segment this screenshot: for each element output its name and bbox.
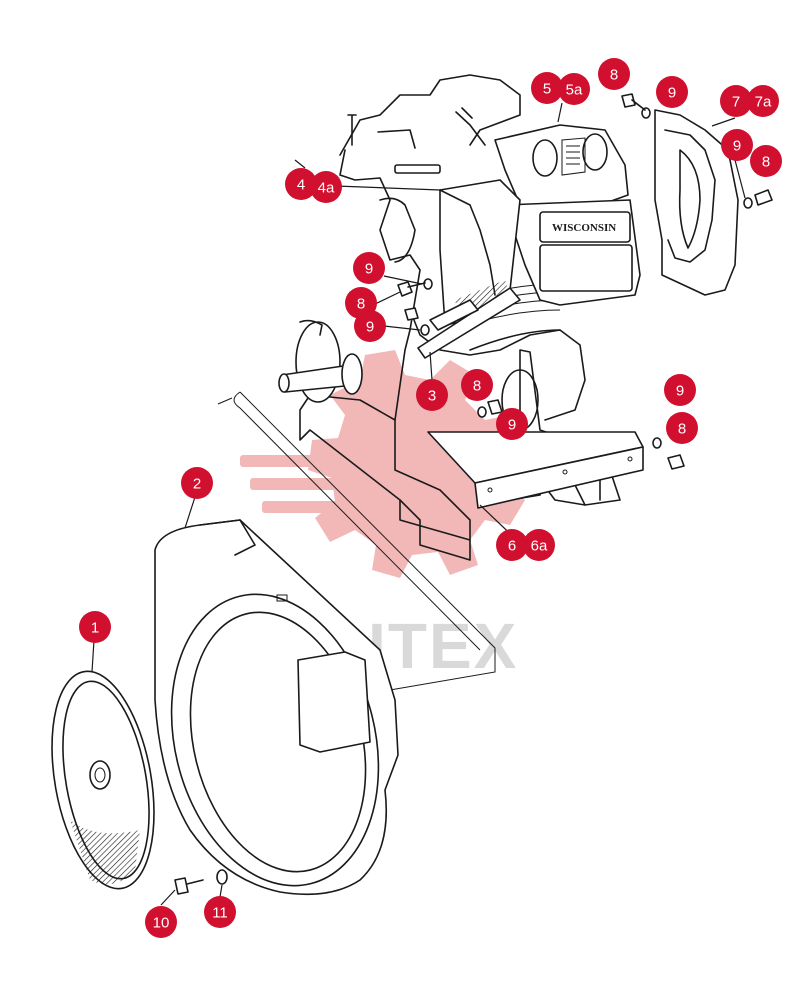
callout-label: 8 bbox=[610, 67, 618, 84]
callout-9-16: 9 bbox=[656, 76, 688, 108]
callout-4a-4: 4a bbox=[310, 171, 342, 203]
callout-9-19: 9 bbox=[354, 310, 386, 342]
callout-label: 9 bbox=[676, 383, 684, 400]
air-baffle bbox=[417, 179, 521, 359]
callout-circle bbox=[558, 73, 590, 105]
callout-8-11: 8 bbox=[598, 58, 630, 90]
callout-circle bbox=[145, 906, 177, 938]
callout-label: 4 bbox=[297, 177, 305, 194]
callout-label: 4a bbox=[318, 180, 335, 197]
engine-line-drawing: WISCONSIN bbox=[51, 74, 773, 896]
callout-label: 3 bbox=[428, 388, 436, 405]
callout-circle bbox=[285, 168, 317, 200]
callout-label: 8 bbox=[473, 378, 481, 395]
callout-8-15: 8 bbox=[666, 412, 698, 444]
callout-circle bbox=[416, 379, 448, 411]
callout-label: 8 bbox=[678, 421, 686, 438]
callout-circle bbox=[656, 76, 688, 108]
rotating-screen bbox=[51, 670, 155, 890]
callout-circle bbox=[720, 85, 752, 117]
callout-6a-8: 6a bbox=[523, 529, 555, 561]
cylinder-shroud bbox=[494, 124, 629, 206]
callout-11-23: 11 bbox=[204, 896, 236, 928]
callout-7-9: 7 bbox=[720, 85, 752, 117]
base-plate bbox=[217, 391, 496, 691]
callout-circle bbox=[523, 529, 555, 561]
callout-5-5: 5 bbox=[531, 72, 563, 104]
callout-label: 9 bbox=[365, 261, 373, 278]
callout-3-2: 3 bbox=[416, 379, 448, 411]
callout-circle bbox=[496, 529, 528, 561]
callout-circle bbox=[598, 58, 630, 90]
callout-9-21: 9 bbox=[664, 374, 696, 406]
callout-1-0: 1 bbox=[79, 611, 111, 643]
callout-circle bbox=[496, 408, 528, 440]
callout-circle bbox=[747, 85, 779, 117]
callout-circle bbox=[353, 252, 385, 284]
callout-9-18: 9 bbox=[353, 252, 385, 284]
callout-8-14: 8 bbox=[461, 369, 493, 401]
callout-9-17: 9 bbox=[721, 129, 753, 161]
callout-4-3: 4 bbox=[285, 168, 317, 200]
callout-circle bbox=[79, 611, 111, 643]
callout-circle bbox=[181, 467, 213, 499]
callout-circle bbox=[310, 171, 342, 203]
callout-circle bbox=[664, 374, 696, 406]
engine-brand-label: WISCONSIN bbox=[552, 222, 616, 234]
callout-circle bbox=[750, 145, 782, 177]
callout-5a-6: 5a bbox=[558, 73, 590, 105]
callout-label: 6 bbox=[508, 538, 516, 555]
callout-leaders bbox=[91, 102, 746, 906]
callout-label: 9 bbox=[508, 417, 516, 434]
callout-9-20: 9 bbox=[496, 408, 528, 440]
callout-label: 6a bbox=[531, 538, 548, 555]
crankshaft bbox=[278, 319, 363, 403]
callout-2-1: 2 bbox=[181, 467, 213, 499]
side-cover bbox=[654, 109, 739, 296]
callout-label: 5a bbox=[566, 82, 583, 99]
front-shroud: WISCONSIN bbox=[504, 199, 641, 306]
callout-circle bbox=[204, 896, 236, 928]
callout-7a-10: 7a bbox=[747, 85, 779, 117]
callout-label: 5 bbox=[543, 81, 551, 98]
callout-circle bbox=[666, 412, 698, 444]
blower-housing bbox=[154, 519, 399, 896]
callout-10-22: 10 bbox=[145, 906, 177, 938]
fasteners bbox=[174, 93, 773, 895]
callout-label: 8 bbox=[762, 154, 770, 171]
callout-label: 10 bbox=[153, 915, 170, 932]
callout-6-7: 6 bbox=[496, 529, 528, 561]
callout-label: 2 bbox=[193, 476, 201, 493]
callout-label: 8 bbox=[357, 296, 365, 313]
callout-circle bbox=[354, 310, 386, 342]
callout-label: 1 bbox=[91, 620, 99, 637]
callout-circle bbox=[461, 369, 493, 401]
callout-label: 9 bbox=[366, 319, 374, 336]
callout-label: 7 bbox=[732, 94, 740, 111]
mounting-bracket bbox=[427, 431, 644, 509]
callout-label: 11 bbox=[212, 905, 228, 922]
callout-circle bbox=[531, 72, 563, 104]
callout-circle bbox=[721, 129, 753, 161]
callout-label: 7a bbox=[755, 94, 772, 111]
callout-label: 9 bbox=[668, 85, 676, 102]
callout-8-12: 8 bbox=[750, 145, 782, 177]
callout-label: 9 bbox=[733, 138, 741, 155]
